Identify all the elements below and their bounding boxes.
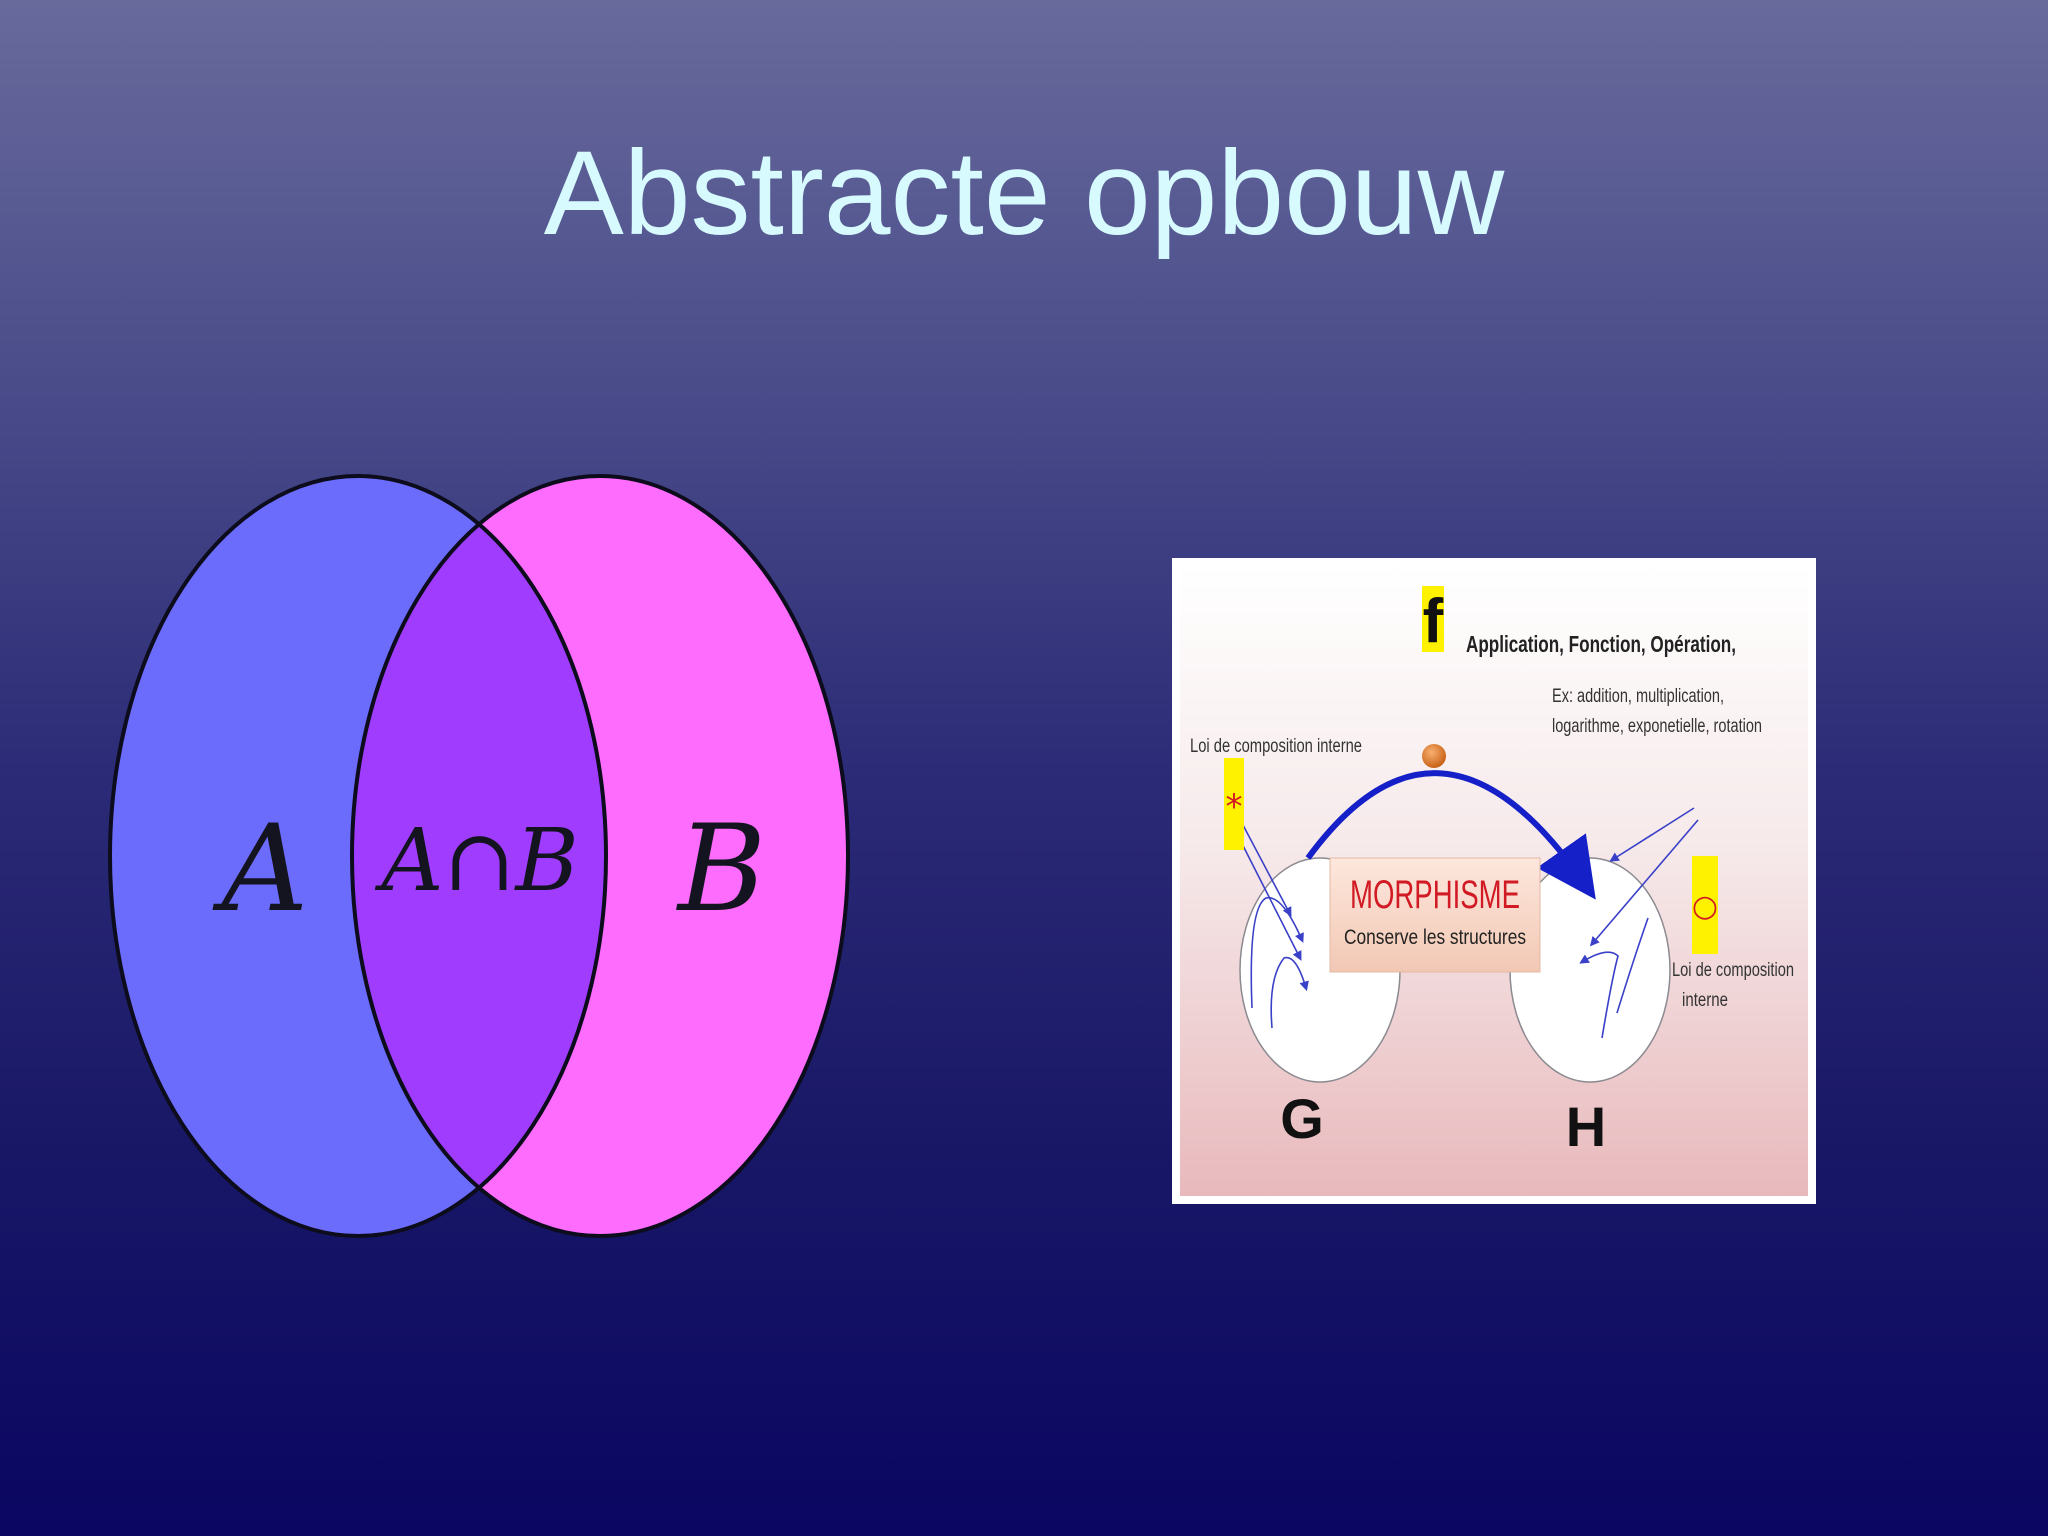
examples-line-1: Ex: addition, multiplication, <box>1552 686 1724 707</box>
set-a-label: A <box>212 800 309 939</box>
slide-title: Abstracte opbouw <box>543 126 1505 260</box>
set-b-label: B <box>676 800 766 939</box>
morphism-box-subtitle: Conserve les structures <box>1344 926 1526 949</box>
left-law-label: Loi de composition interne <box>1190 736 1362 757</box>
venn-diagram: A A∩B B <box>108 474 850 1238</box>
intersection-region <box>352 476 606 1236</box>
right-internal-arrows <box>1579 807 1699 1039</box>
set-a-outline <box>108 474 608 1238</box>
examples-line-2: logarithme, exponetielle, rotation <box>1552 716 1762 737</box>
set-g-label: G <box>1280 1087 1324 1150</box>
set-b-outline <box>350 474 850 1238</box>
function-title: Application, Fonction, Opération, <box>1466 631 1736 657</box>
star-highlight <box>1224 758 1244 850</box>
morphism-diagram: f Application, Fonction, Opération, Ex: … <box>1172 558 1816 1204</box>
circle-symbol: ○ <box>1692 889 1718 924</box>
right-law-line-1: Loi de composition <box>1672 960 1794 981</box>
set-h-label: H <box>1566 1095 1606 1158</box>
f-label: f <box>1423 587 1444 656</box>
circle-highlight <box>1692 856 1718 954</box>
morphism-box <box>1329 857 1541 973</box>
f-highlight <box>1422 586 1444 652</box>
f-dot <box>1422 744 1446 768</box>
intersection-label: A∩B <box>374 811 578 911</box>
right-law-line-2: interne <box>1682 990 1728 1011</box>
star-symbol: * <box>1226 787 1243 827</box>
morphism-box-title: MORPHISME <box>1350 873 1520 917</box>
morphism-arrow <box>1305 770 1596 900</box>
